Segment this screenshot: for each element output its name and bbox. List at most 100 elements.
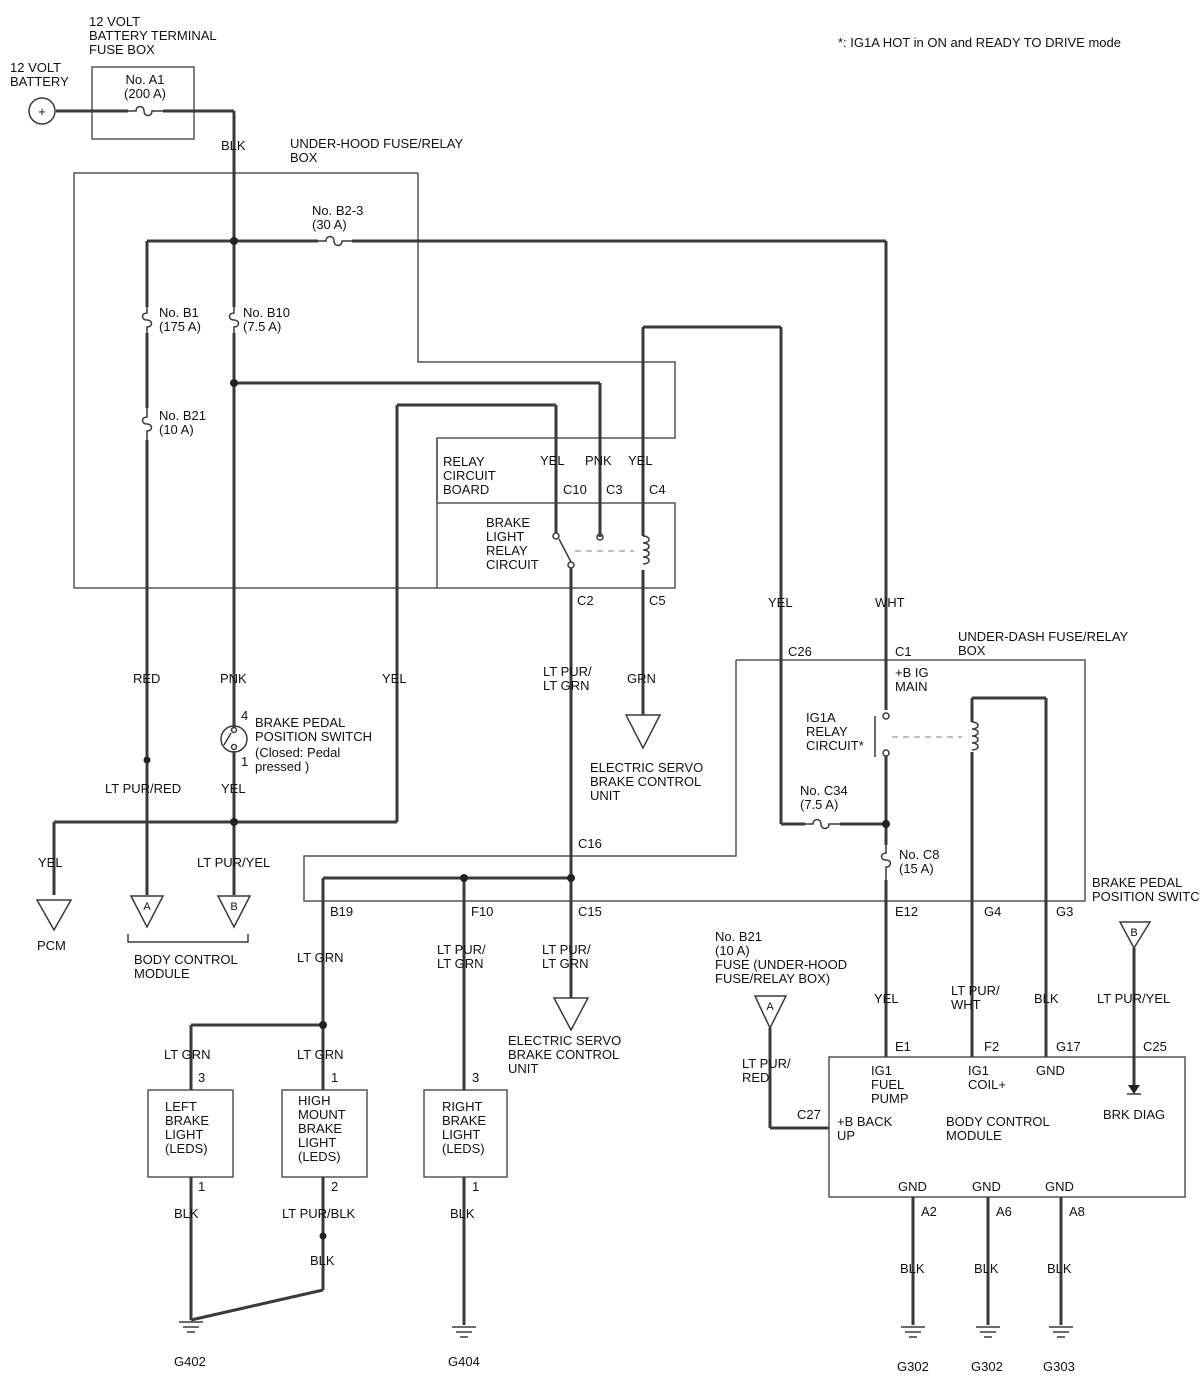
svg-text:+: + [38, 104, 46, 119]
wire-ig1a [970, 696, 1048, 1057]
ig1a-relay-contact [874, 712, 962, 757]
fuse-c34 [805, 818, 840, 830]
fuse-a1-label: No. A1(200 A) [124, 72, 166, 101]
wire-label-blk-left: BLK [174, 1206, 199, 1221]
conn-a8: A8 [1069, 1204, 1085, 1219]
bcm-gnd-a6-label: GND [972, 1179, 1001, 1194]
wire-pnk [232, 333, 602, 727]
conn-f10: F10 [471, 904, 493, 919]
wire-label-grn: GRN [627, 671, 656, 686]
conn-a2: A2 [921, 1204, 937, 1219]
pin-2-high: 2 [331, 1179, 338, 1194]
ref-b-label-2: B [1130, 927, 1137, 939]
conn-c4: C4 [649, 482, 666, 497]
pin-1-left: 1 [198, 1179, 205, 1194]
conn-c1: C1 [895, 644, 912, 659]
brake-pedal-switch-symbol [220, 725, 248, 753]
bcm-arrow-b: B [216, 895, 252, 929]
ground-label-g302-b: G302 [971, 1359, 1003, 1374]
wire-label-blk-right: BLK [450, 1206, 475, 1221]
ground-g303 [1049, 1326, 1073, 1338]
fuse-c8 [880, 845, 892, 880]
wire-relay [569, 325, 783, 998]
wire-label-lt-grn-high: LT GRN [297, 1047, 343, 1062]
wire-label-blk-top: BLK [221, 138, 246, 153]
ref-a-label: A [143, 901, 151, 913]
wire-c34 [781, 756, 888, 1057]
brake-light-relay-contact [552, 532, 634, 569]
bcm-arrow-a: A [129, 895, 165, 929]
ref-a-label-2: A [766, 1001, 774, 1013]
conn-c10: C10 [563, 482, 587, 497]
wire-label-lt-pur-lt-grn-c15: LT PUR/LT GRN [542, 942, 591, 971]
wire-lights [189, 876, 571, 1325]
conn-c26: C26 [788, 644, 812, 659]
ground-g402 [179, 1321, 203, 1333]
wire-label-blk-a6: BLK [974, 1261, 999, 1276]
wire-label-yel-sw: YEL [221, 781, 246, 796]
under-hood-box [73, 172, 676, 589]
wire-label-lt-pur-red: LT PUR/RED [105, 781, 181, 796]
wire-label-lt-pur-red-fuse: LT PUR/RED [742, 1056, 791, 1085]
conn-c3: C3 [606, 482, 623, 497]
wire-battery [56, 109, 236, 307]
fuse-b21-label: No. B21(10 A) [159, 408, 206, 437]
fuse-b10 [228, 307, 240, 333]
bcm-gnd-a8-label: GND [1045, 1179, 1074, 1194]
wire-label-lt-pur-blk: LT PUR/BLK [282, 1206, 356, 1221]
ground-label-g402: G402 [174, 1354, 206, 1369]
fuse-b21 [141, 408, 153, 440]
wire-label-lt-grn-left: LT GRN [164, 1047, 210, 1062]
ground-label-g303: G303 [1043, 1359, 1075, 1374]
conn-c27: C27 [797, 1107, 821, 1122]
wire-label-yel-right: YEL [768, 595, 793, 610]
wire-label-yel-c10: YEL [540, 453, 565, 468]
wire-bcm [768, 948, 1136, 1325]
wire-label-yel-e12: YEL [874, 991, 899, 1006]
wire-label-pnk-c3: PNK [585, 453, 612, 468]
junction-dots [143, 237, 890, 1240]
body-control-module-bracket [127, 934, 249, 943]
fuse-b2-3 [318, 235, 352, 247]
brake-light-relay-coil [642, 535, 650, 565]
wire-label-blk-high: BLK [310, 1253, 335, 1268]
bcm-gnd-top-label: GND [1036, 1063, 1065, 1078]
ig1a-relay-coil [971, 721, 979, 751]
ground-label-g404: G404 [448, 1354, 480, 1369]
fuse-c34-label: No. C34(7.5 A) [800, 783, 848, 812]
fuse-ref-arrow-a: A [753, 995, 788, 1030]
brk-diag-diode [1127, 1085, 1141, 1095]
conn-g4: G4 [984, 904, 1001, 919]
conn-c5: C5 [649, 593, 666, 608]
ground-g302-b [976, 1326, 1000, 1338]
conn-f2: F2 [984, 1039, 999, 1054]
pin-1-label: 1 [241, 754, 248, 769]
wire-label-pnk: PNK [220, 671, 247, 686]
wire-label-yel-pcm: YEL [38, 855, 63, 870]
pin-3-left: 3 [198, 1070, 205, 1085]
footnote: *: IG1A HOT in ON and READY TO DRIVE mod… [838, 35, 1121, 50]
bcm-brk-diag-label: BRK DIAG [1103, 1107, 1165, 1122]
wire-yel-sw [52, 403, 558, 895]
conn-c16: C16 [578, 836, 602, 851]
ground-label-g302-a: G302 [897, 1359, 929, 1374]
bcm-gnd-a2-label: GND [898, 1179, 927, 1194]
pcm-arrow [35, 899, 73, 932]
wire-label-blk-a2: BLK [900, 1261, 925, 1276]
